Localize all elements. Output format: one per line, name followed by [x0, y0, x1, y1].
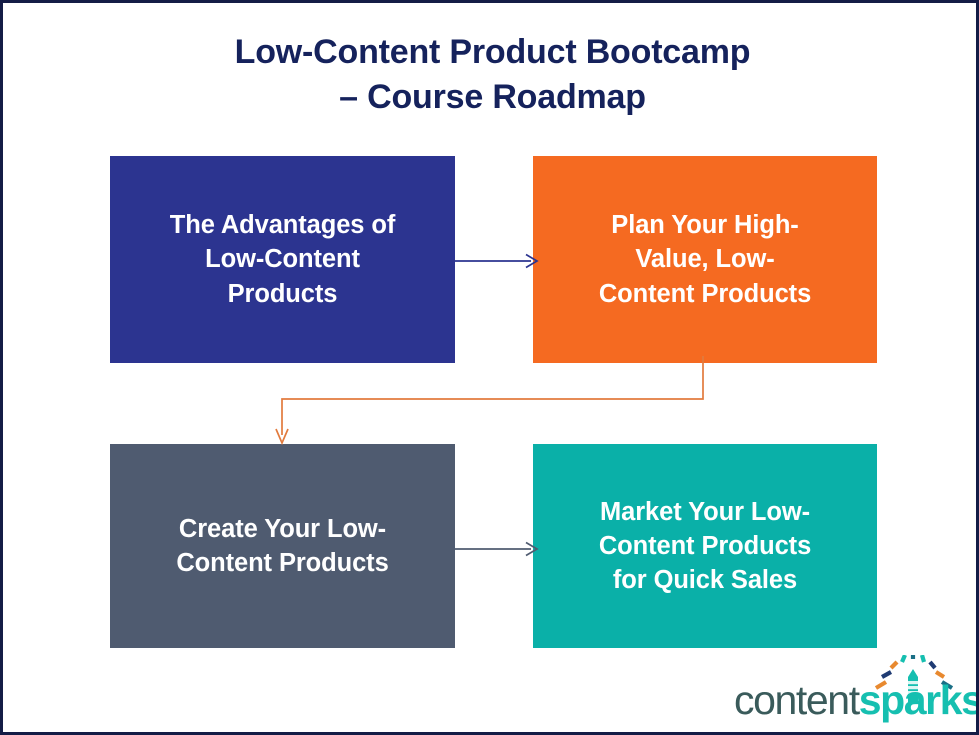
flow-node-market[interactable]: Market Your Low- Content Products for Qu…: [533, 444, 877, 648]
flow-node-advantages[interactable]: The Advantages of Low-Content Products: [110, 156, 455, 363]
flow-node-label: Plan Your High- Value, Low- Content Prod…: [598, 211, 812, 308]
flow-node-label: Create Your Low- Content Products: [176, 514, 389, 577]
page-title: Low-Content Product Bootcamp – Course Ro…: [234, 33, 751, 116]
connector-arrow-create-to-market: [449, 541, 539, 557]
connector-arrow-plan-to-create: [275, 356, 704, 446]
brand-word-content: content: [734, 677, 860, 723]
flow-node-create[interactable]: Create Your Low- Content Products: [110, 444, 455, 648]
brand-logo[interactable]: contentsparks: [734, 655, 976, 721]
flow-node-label: Market Your Low- Content Products for Qu…: [598, 497, 812, 595]
connector-arrow-advantages-to-plan: [449, 253, 539, 269]
brand-wordmark: contentsparks: [734, 677, 979, 723]
pencil-spark-burst-icon: [874, 655, 954, 703]
flow-node-plan[interactable]: Plan Your High- Value, Low- Content Prod…: [533, 156, 877, 363]
brand-word-sparks: sparks: [858, 677, 979, 723]
flow-node-label: The Advantages of Low-Content Products: [169, 211, 396, 308]
